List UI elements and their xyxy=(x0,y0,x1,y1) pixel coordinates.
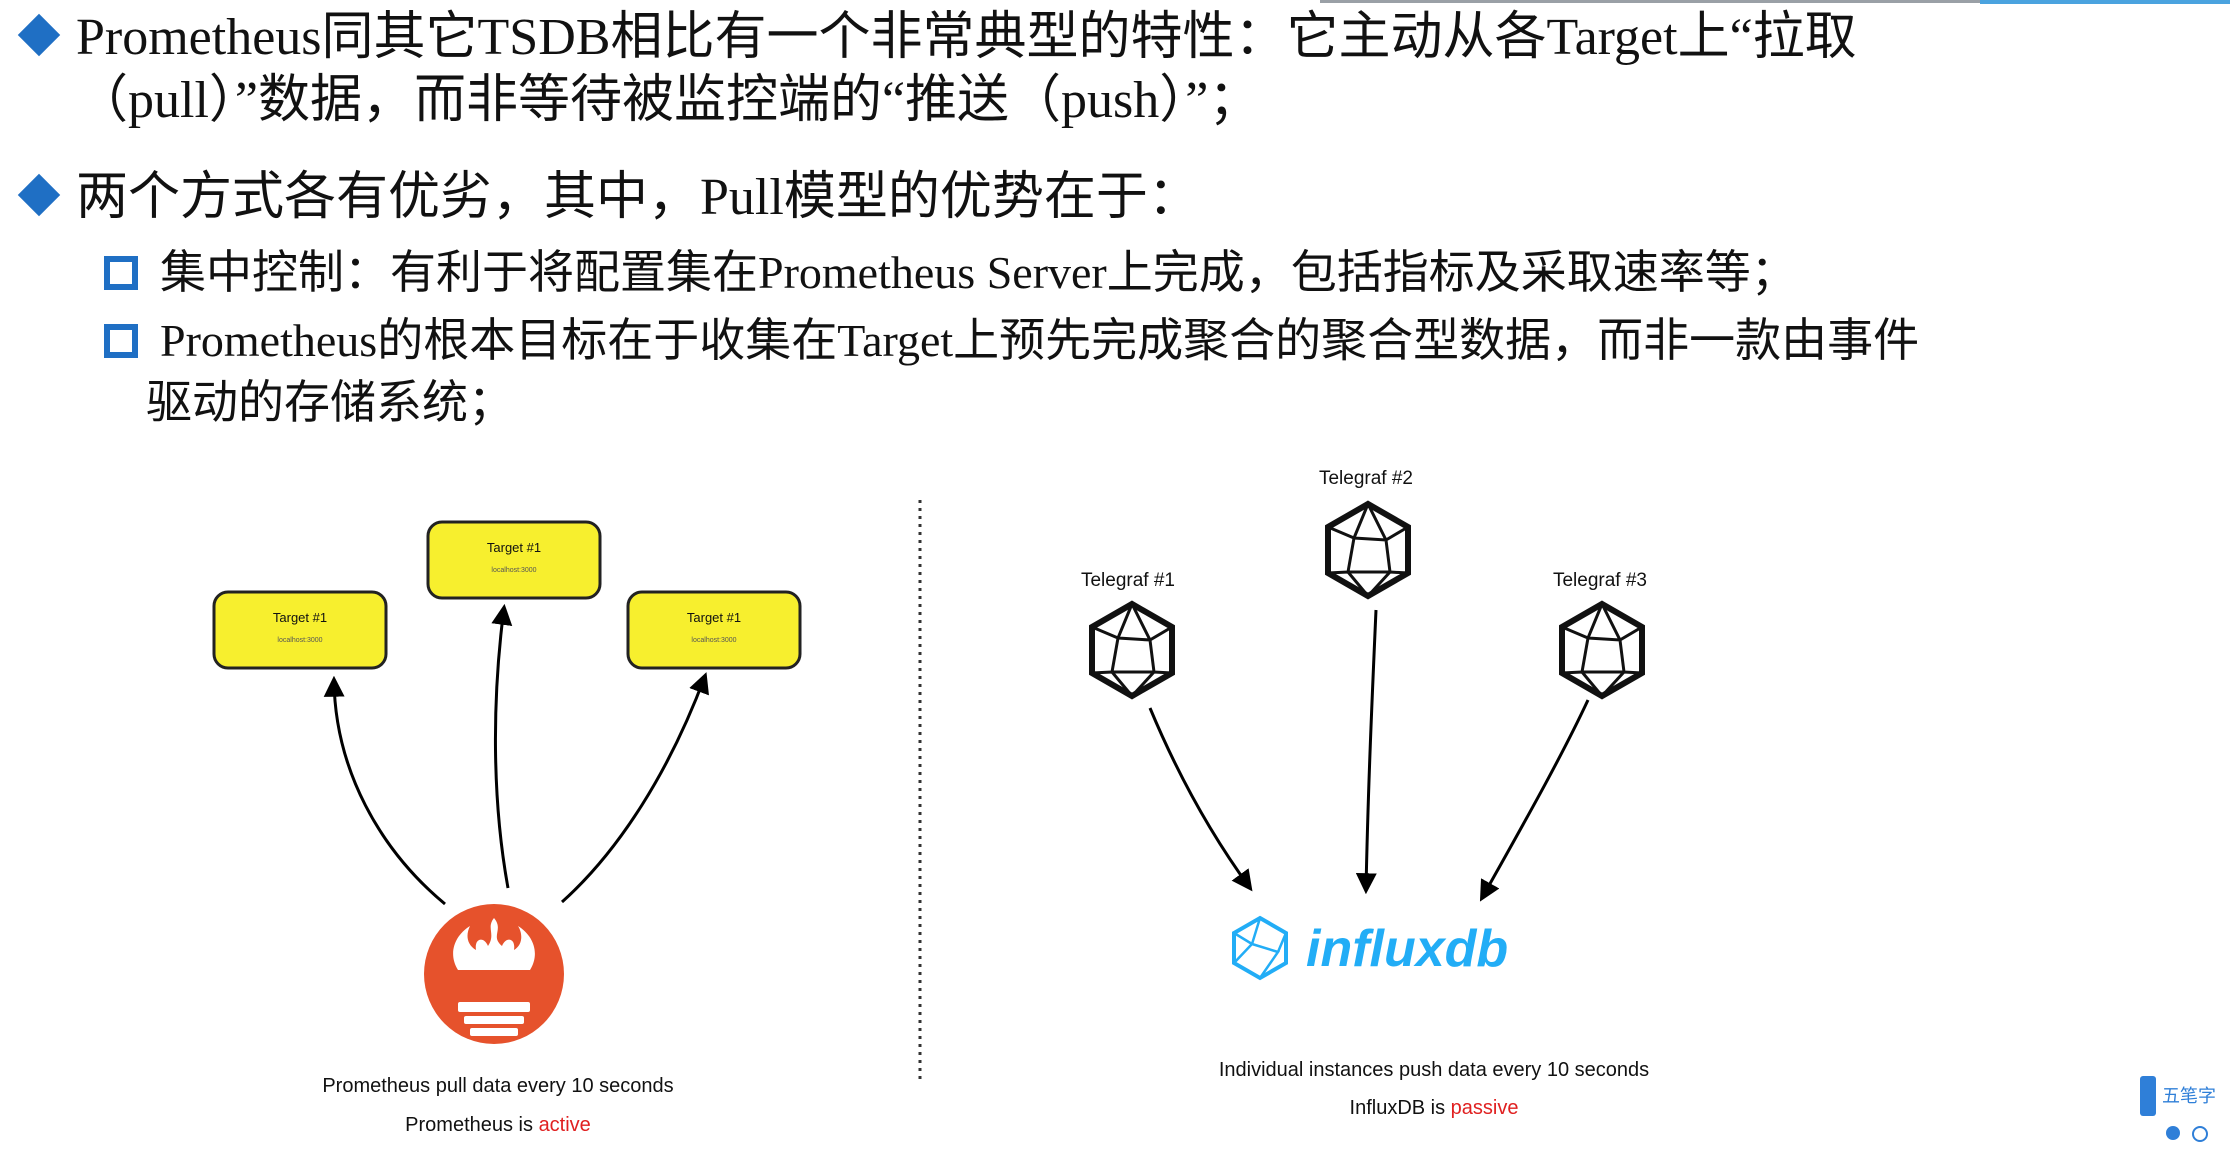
telegraf-polyhedron-icon xyxy=(1325,500,1411,600)
push-arrow-center xyxy=(1355,609,1378,895)
target-label: Target #1 xyxy=(687,610,741,625)
push-arrow-right xyxy=(1479,699,1590,902)
telegraf-label-3: Telegraf #3 xyxy=(1553,570,1647,591)
ime-toolbar[interactable]: 五笔字 xyxy=(2140,1072,2230,1150)
pull-arrow-left xyxy=(323,675,446,906)
bullet-item-2: 两个方式各有优劣，其中，Pull模型的优势在于： xyxy=(17,166,1200,229)
bullet-1-line-1: Prometheus同其它TSDB相比有一个非常典型的特性：它主动从各Targe… xyxy=(76,9,1857,66)
prometheus-torch-icon xyxy=(424,904,564,1044)
pull-vs-push-diagram: Target #1 localhost:3000 Target #1 local… xyxy=(212,468,1649,1136)
sub-item-2: Prometheus的根本目标在于收集在Target上预先完成聚合的聚合型数据，… xyxy=(104,310,1919,434)
square-bullet-icon xyxy=(104,256,138,290)
target-sublabel: localhost:3000 xyxy=(691,637,736,644)
target-sublabel: localhost:3000 xyxy=(277,637,322,644)
push-status-word: passive xyxy=(1451,1097,1519,1119)
push-arrow-left xyxy=(1148,707,1253,892)
ime-label: 五笔字 xyxy=(2162,1086,2216,1107)
diamond-bullet-icon xyxy=(17,173,61,217)
pull-status-prefix: Prometheus is xyxy=(405,1114,538,1136)
pull-arrow-center xyxy=(491,603,513,889)
pull-arrow-right xyxy=(560,672,709,904)
top-border-line xyxy=(1320,0,2230,3)
push-status-prefix: InfluxDB is xyxy=(1350,1097,1451,1119)
top-border-accent xyxy=(1980,0,2230,4)
ime-moon-icon[interactable] xyxy=(2166,1126,2180,1140)
square-bullet-icon xyxy=(104,324,138,358)
telegraf-polyhedron-icon xyxy=(1089,600,1175,700)
diamond-bullet-icon xyxy=(17,13,61,57)
pull-caption: Prometheus pull data every 10 seconds xyxy=(322,1075,673,1097)
target-label: Target #1 xyxy=(273,610,327,625)
sub-item-2-text: Prometheus的根本目标在于收集在Target上预先完成聚合的聚合型数据，… xyxy=(146,310,1920,434)
target-sublabel: localhost:3000 xyxy=(491,567,536,574)
pull-diagram: Target #1 localhost:3000 Target #1 local… xyxy=(212,520,802,1136)
sub-item-1-text: 集中控制：有利于将配置集在Prometheus Server上完成，包括指标及采… xyxy=(160,247,1797,298)
push-caption: Individual instances push data every 10 … xyxy=(1219,1059,1649,1081)
telegraf-label-2: Telegraf #2 xyxy=(1319,468,1413,489)
influxdb-logo-text: influxdb xyxy=(1306,920,1508,978)
target-box-right: Target #1 localhost:3000 xyxy=(626,590,802,670)
push-diagram: Telegraf #1 Telegraf #2 Telegraf #3 infl… xyxy=(1081,468,1649,1119)
telegraf-polyhedron-icon xyxy=(1559,600,1645,700)
bullet-1-line-2: （pull）”数据，而非等待被监控端的“推送（push）”； xyxy=(76,72,1261,129)
influxdb-logo-icon xyxy=(1232,915,1288,981)
bullet-2-text: 两个方式各有优劣，其中，Pull模型的优势在于： xyxy=(76,169,1200,226)
telegraf-label-1: Telegraf #1 xyxy=(1081,570,1175,591)
ime-search-icon[interactable] xyxy=(2192,1126,2208,1142)
bullet-1-text: Prometheus同其它TSDB相比有一个非常典型的特性：它主动从各Targe… xyxy=(76,6,1857,132)
sub-item-1: 集中控制：有利于将配置集在Prometheus Server上完成，包括指标及采… xyxy=(104,242,1797,304)
sub-item-2-line-2: 驱动的存储系统； xyxy=(146,377,514,428)
target-box-center: Target #1 localhost:3000 xyxy=(426,520,602,600)
pull-status-word: active xyxy=(539,1114,591,1136)
bullet-item-1: Prometheus同其它TSDB相比有一个非常典型的特性：它主动从各Targe… xyxy=(17,6,1857,132)
pull-status: Prometheus is active xyxy=(405,1114,591,1136)
target-label: Target #1 xyxy=(487,540,541,555)
sub-item-2-line-1: Prometheus的根本目标在于收集在Target上预先完成聚合的聚合型数据，… xyxy=(160,315,1920,366)
push-status: InfluxDB is passive xyxy=(1350,1097,1519,1119)
target-box-left: Target #1 localhost:3000 xyxy=(212,590,388,670)
ime-icon xyxy=(2140,1076,2156,1116)
